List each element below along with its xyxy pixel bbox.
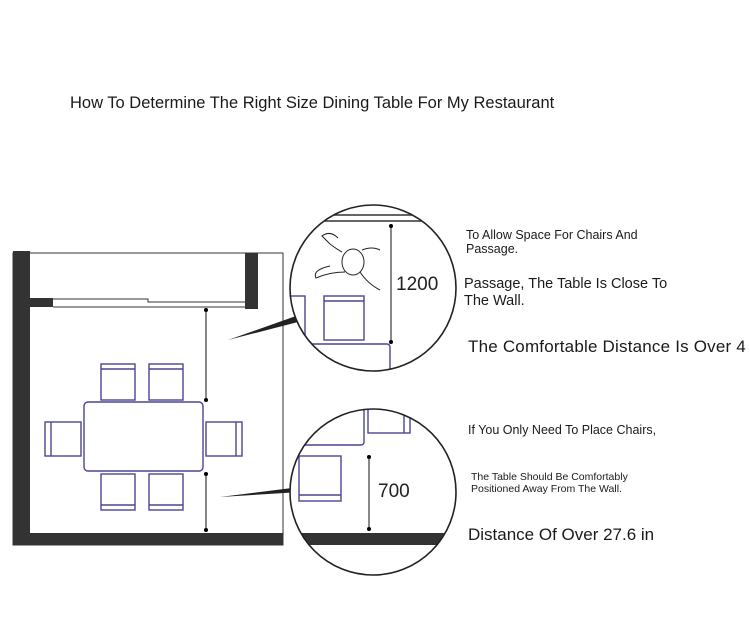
dining-table xyxy=(83,401,204,472)
room xyxy=(12,251,284,546)
dimension-label-700: 700 xyxy=(378,481,410,502)
chair xyxy=(148,473,184,511)
note-passage: Passage, The Table Is Close To The Wall. xyxy=(464,276,668,309)
right-wall-segment xyxy=(245,253,258,309)
detail-circle-passage: 1200 xyxy=(290,205,456,371)
page-title: How To Determine The Right Size Dining T… xyxy=(70,94,555,112)
callout-pointer xyxy=(220,487,300,497)
person-icon xyxy=(314,232,381,291)
dimension-label-1200: 1200 xyxy=(396,274,438,295)
dimension-lines xyxy=(204,308,208,532)
note-comfortable-distance: The Comfortable Distance Is Over 4 xyxy=(468,337,746,356)
callout-pointer xyxy=(228,316,298,340)
note-allow-space: To Allow Space For Chairs And Passage. xyxy=(466,228,638,257)
note-positioned: The Table Should Be Comfortably Position… xyxy=(471,471,628,496)
chair xyxy=(100,473,136,511)
dining-set xyxy=(44,363,243,511)
chair xyxy=(100,363,136,401)
bottom-wall xyxy=(13,533,283,545)
window xyxy=(53,298,245,308)
note-only-chairs: If You Only Need To Place Chairs, xyxy=(468,423,657,437)
chair xyxy=(148,363,184,401)
left-wall xyxy=(13,251,30,545)
note-distance: Distance Of Over 27.6 in xyxy=(468,525,655,544)
